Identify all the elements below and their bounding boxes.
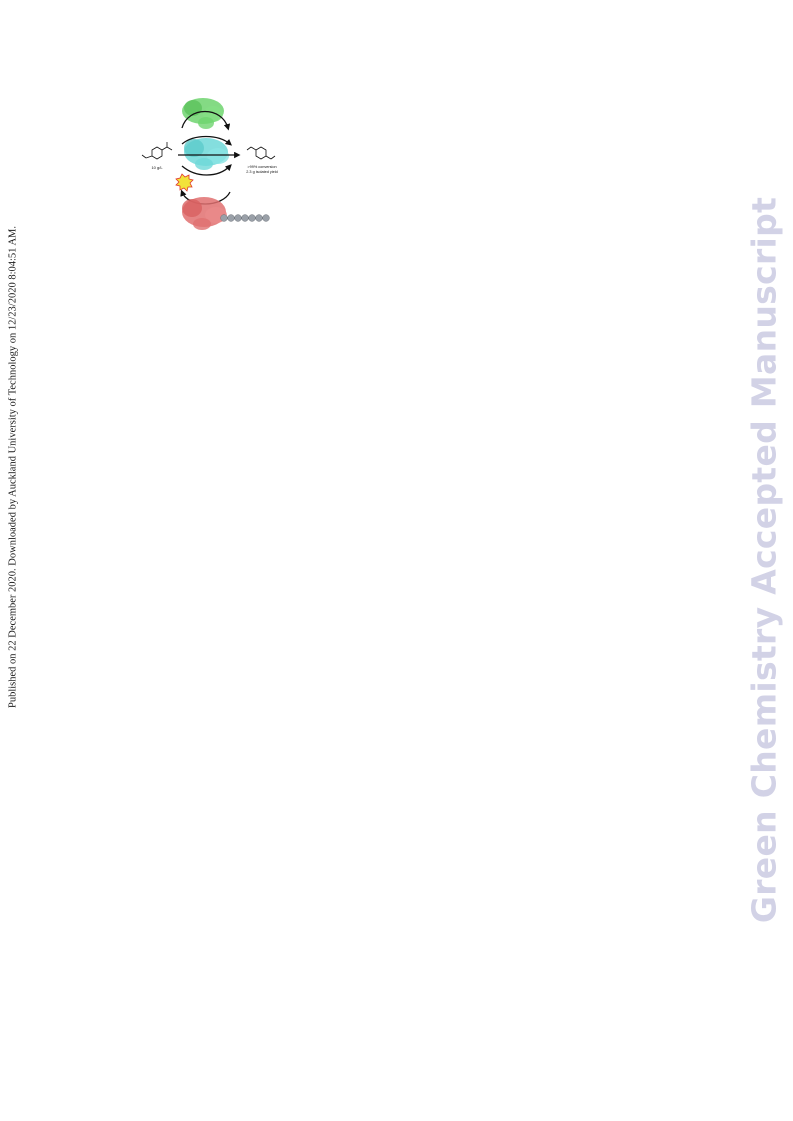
- graphical-abstract: 10 g/L >99% conversion 2.3 g isolated yi…: [141, 98, 278, 230]
- enzyme-top-green: [182, 98, 224, 129]
- cycle-arrow-left: [181, 135, 232, 146]
- light-burst-icon: [175, 173, 194, 192]
- accepted-manuscript-watermark: Green Chemistry Accepted Manuscript: [744, 196, 784, 924]
- product-label-yield: 2.3 g isolated yield: [246, 170, 277, 174]
- substrate-label: 10 g/L: [151, 165, 163, 170]
- enzyme-bottom-red: [182, 197, 227, 230]
- cycle-arrow-top: [181, 111, 231, 131]
- publication-margin-note: Published on 22 December 2020. Downloade…: [7, 225, 19, 709]
- immobilization-beads: [220, 214, 270, 222]
- cycle-arrow-right: [181, 164, 232, 176]
- substrate-molecule: [141, 142, 173, 160]
- product-molecule: [246, 146, 276, 160]
- enzyme-middle-cyan: [184, 138, 229, 170]
- product-label-conversion: >99% conversion: [247, 165, 276, 169]
